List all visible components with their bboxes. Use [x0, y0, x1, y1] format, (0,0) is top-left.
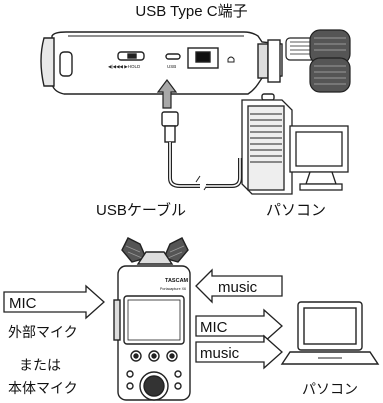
recorder-front-view: TASCAM Portacapture X6	[113, 237, 191, 401]
computer-label-top: パソコン	[266, 202, 327, 219]
mic-out-arrow: MIC	[195, 308, 283, 344]
usb-cable-label: USBケーブル	[96, 202, 186, 219]
mic-in-arrow: MIC	[3, 284, 105, 320]
music-in-arrow: music	[195, 268, 283, 304]
mic-in-label: MIC	[9, 295, 37, 312]
mic-out-label: MIC	[200, 319, 228, 336]
music-out-label: music	[200, 345, 240, 362]
computer-label-bottom: パソコン	[302, 381, 358, 397]
usb-insert-arrow	[156, 79, 178, 109]
recorder-top-view: ◀|◀◀◀ ▶HOLD USB	[40, 31, 283, 101]
recorder-top-mics	[285, 29, 351, 93]
usb-type-c-port-label: USB Type C端子	[135, 3, 248, 20]
usb-cable	[161, 111, 242, 191]
device-brand: TASCAM	[165, 278, 189, 284]
laptop-computer	[280, 301, 380, 365]
music-in-label: music	[218, 279, 258, 296]
music-out-arrow: music	[195, 334, 283, 370]
desktop-computer	[241, 99, 349, 195]
or-label: または	[19, 357, 61, 373]
usb-port	[165, 53, 181, 60]
built-in-mic-label: 本体マイク	[8, 380, 78, 396]
device-model: Portacapture X6	[160, 287, 186, 291]
external-mic-label: 外部マイク	[8, 324, 78, 340]
hold-switch-text: ◀|◀◀◀ ▶HOLD	[108, 64, 141, 69]
usb-port-text: USB	[167, 64, 176, 69]
